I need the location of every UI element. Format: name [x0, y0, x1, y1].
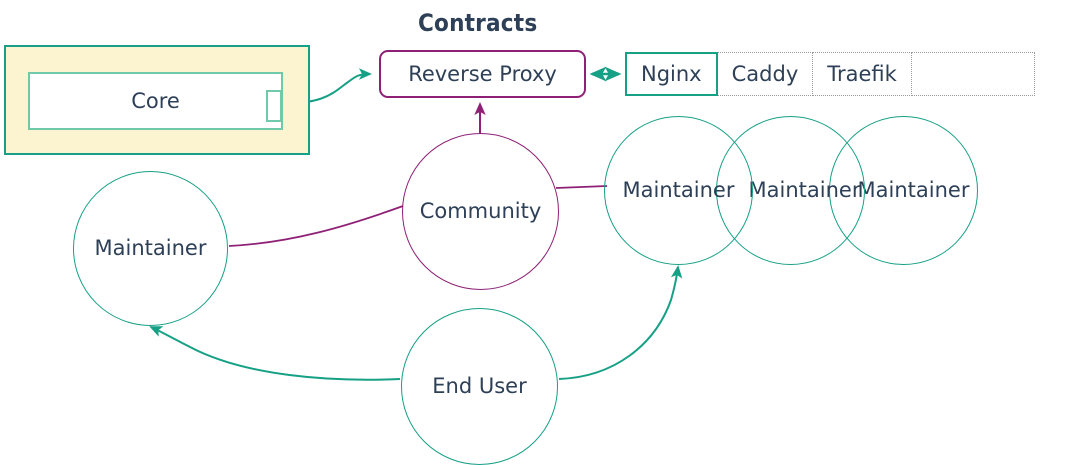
- impl-label-caddy: Caddy: [731, 61, 799, 86]
- actor-maintainer-left[interactable]: Maintainer: [73, 171, 228, 326]
- reverse-proxy-node[interactable]: Reverse Proxy: [379, 50, 586, 98]
- actor-community[interactable]: Community: [402, 133, 559, 290]
- impl-cell-caddy[interactable]: Caddy: [716, 52, 814, 96]
- actor-label-community: Community: [419, 199, 542, 223]
- impl-label-nginx: Nginx: [641, 61, 702, 86]
- core-group-container: Core: [4, 45, 310, 155]
- edge-maintainer-left-to-community: [228, 205, 404, 247]
- actor-end-user[interactable]: End User: [401, 308, 558, 465]
- impl-label-traefik: Traefik: [827, 61, 897, 86]
- contracts-title: Contracts: [418, 9, 538, 37]
- core-port-icon: [266, 90, 282, 122]
- reverse-proxy-label: Reverse Proxy: [408, 61, 557, 86]
- impl-cell-empty[interactable]: [910, 52, 1035, 96]
- actor-label-maintainer-left: Maintainer: [94, 236, 207, 260]
- core-box[interactable]: Core: [28, 72, 283, 130]
- implementation-options-table: Nginx Caddy Traefik: [625, 52, 1035, 96]
- actor-label-maintainer-right-2: Maintainer: [748, 178, 861, 202]
- impl-cell-traefik[interactable]: Traefik: [812, 52, 912, 96]
- actor-maintainer-right-1[interactable]: Maintainer: [604, 116, 753, 265]
- edge-end-user-to-maintainer-right: [558, 265, 683, 380]
- edge-community-to-maintainer-right: [555, 185, 608, 189]
- actor-label-maintainer-right-3: Maintainer: [857, 178, 970, 202]
- actor-label-end-user: End User: [432, 374, 527, 398]
- impl-cell-nginx[interactable]: Nginx: [625, 52, 718, 96]
- actor-label-maintainer-right-1: Maintainer: [622, 178, 735, 202]
- edge-end-user-to-maintainer-left: [149, 326, 401, 381]
- core-label: Core: [131, 88, 180, 113]
